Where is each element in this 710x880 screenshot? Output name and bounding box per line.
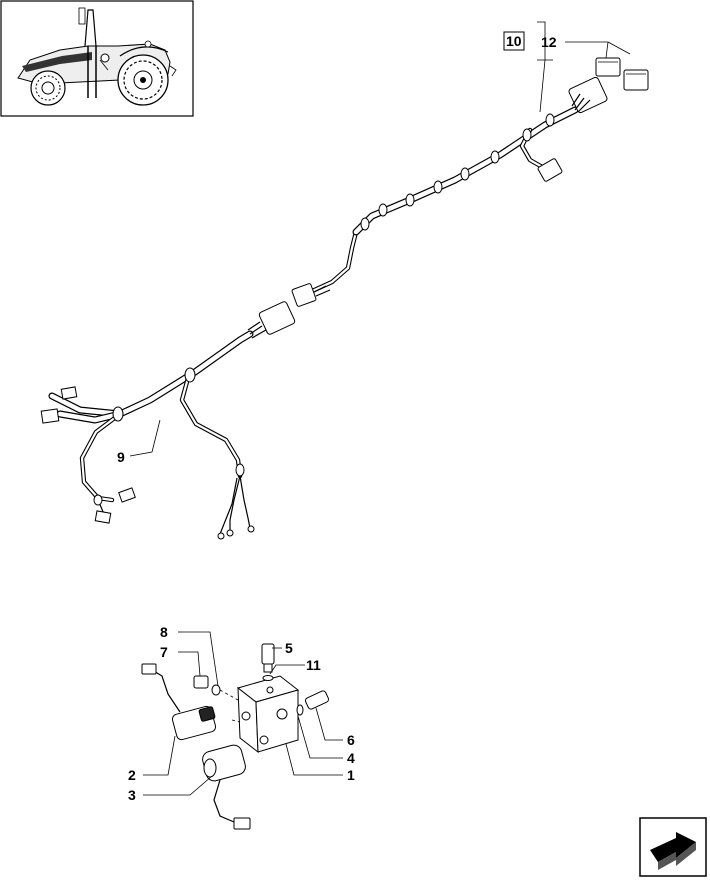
- callout-7: 7: [160, 644, 168, 660]
- callout-12: 12: [541, 34, 557, 50]
- callout-box-10: [503, 31, 525, 51]
- callouts: 9 10 12 8 7 5 11 6 4 1 2 3: [117, 31, 557, 803]
- callout-9: 9: [117, 449, 125, 465]
- callout-8: 8: [160, 624, 168, 640]
- callout-2: 2: [128, 767, 136, 783]
- leader-lines: [129, 21, 631, 796]
- callout-4: 4: [347, 750, 355, 766]
- callout-6: 6: [347, 732, 355, 748]
- callout-5: 5: [285, 640, 293, 656]
- callout-1: 1: [347, 767, 355, 783]
- valve-assembly: [141, 643, 330, 830]
- callout-10: 10: [506, 33, 522, 49]
- wiring-harness: [40, 57, 649, 540]
- tractor-thumbnail-icon[interactable]: [0, 0, 194, 117]
- callout-11: 11: [306, 657, 321, 673]
- callout-3: 3: [128, 787, 136, 803]
- relay-icon: [595, 57, 649, 91]
- next-page-arrow-icon[interactable]: [639, 817, 707, 877]
